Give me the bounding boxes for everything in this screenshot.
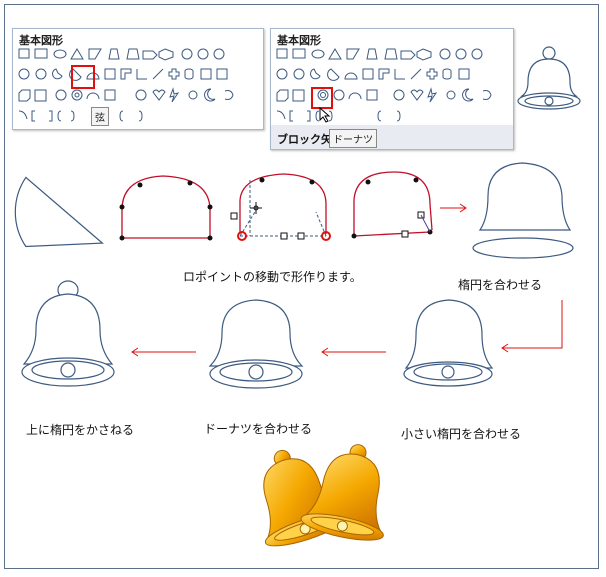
- shapes-panel-left: 基本図形: [12, 28, 264, 130]
- panel-title: 基本図形: [19, 34, 63, 47]
- mouse-cursor-icon: [319, 106, 331, 123]
- point-edit-step-3: [351, 171, 433, 239]
- finished-bell-outline: [517, 46, 581, 110]
- step-arrow-left-2: [131, 347, 196, 357]
- step-arrow-right: [440, 203, 467, 213]
- caption-small-ellipse: 小さい楕円を合わせる: [401, 427, 522, 441]
- caption-ellipse-join: 楕円を合わせる: [458, 278, 543, 292]
- shape-tooltip: ドーナツ: [329, 129, 377, 148]
- shape-icon-grid[interactable]: [13, 29, 263, 129]
- bell-with-top-knob: [21, 280, 115, 387]
- caption-point-edit: ロポイントの移動で形作ります。: [183, 270, 362, 284]
- move-cursor-icon: [250, 202, 262, 214]
- shape-tooltip: 弦: [91, 107, 109, 126]
- selected-shape-chord[interactable]: [71, 65, 95, 89]
- caption-top-ellipse: 上に楕円をかさねる: [26, 423, 135, 437]
- point-edit-step-2: [230, 173, 331, 241]
- step-arrow-down-left: [501, 300, 563, 353]
- selected-shape-donut[interactable]: [311, 87, 333, 109]
- shape-icon-grid[interactable]: [271, 29, 513, 149]
- bell-with-small-ellipse: [403, 299, 494, 387]
- bell-with-ellipse: [472, 162, 574, 259]
- chord-shape: [14, 176, 104, 248]
- panel-title: 基本図形: [277, 34, 321, 47]
- shapes-panel-right: 基本図形 ブロック矢: [270, 28, 514, 150]
- caption-donut-join: ドーナツを合わせる: [204, 422, 313, 436]
- shape-category-label: ブロック矢: [277, 133, 332, 146]
- golden-bells-result: [263, 444, 384, 547]
- step-arrow-left: [321, 347, 386, 357]
- bell-with-donut: [208, 299, 304, 389]
- point-edit-step-1: [119, 175, 213, 241]
- illustration-frame: [4, 4, 599, 569]
